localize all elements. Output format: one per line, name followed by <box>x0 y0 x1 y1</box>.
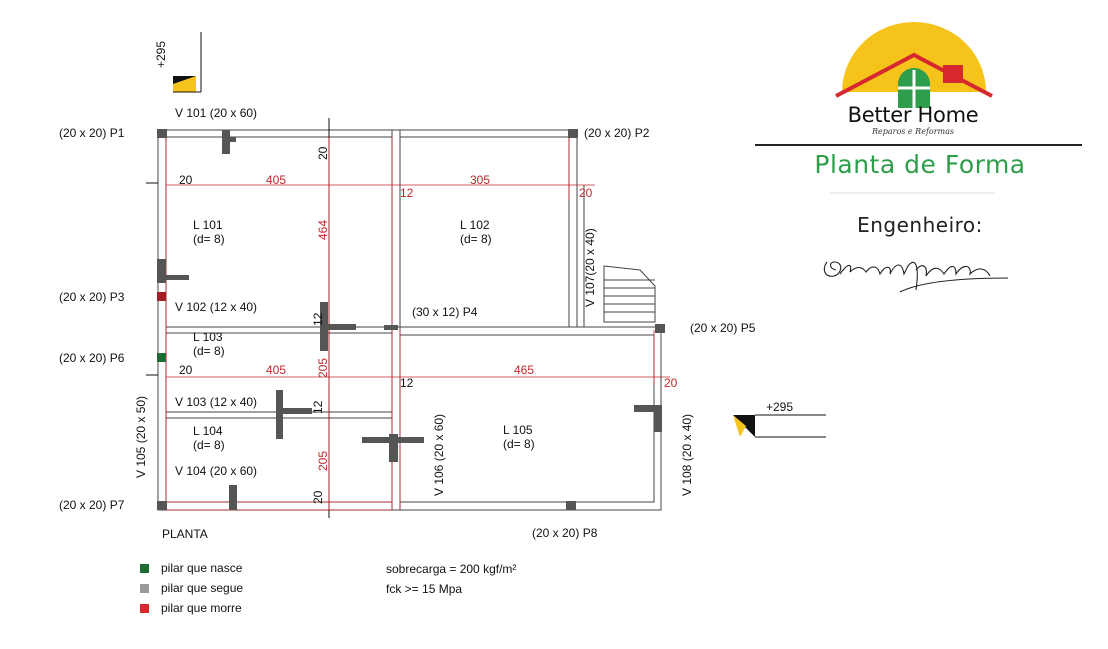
dim-v-wall-12b: 12 <box>311 400 325 414</box>
dim-v-wall-12a: 12 <box>311 312 325 326</box>
beam-label-v104: V 104 (20 x 60) <box>175 464 257 478</box>
company-tagline: Reparos e Reformas <box>871 127 955 136</box>
plan-label: PLANTA <box>162 527 208 541</box>
pillar-label-p2: (20 x 20) P2 <box>584 126 650 140</box>
pillar-label-p4: (30 x 12) P4 <box>412 305 478 319</box>
slab-name-l101: L 101 <box>193 218 223 232</box>
legend-item-nasce: pilar que nasce <box>140 560 242 576</box>
document-title: Planta de Forma <box>814 150 1026 179</box>
dim-v-span-205b: 205 <box>316 451 330 471</box>
fck-note: fck >= 15 Mpa <box>386 582 463 596</box>
dim-v-bottom-wall: 20 <box>311 490 325 504</box>
pillar-p1 <box>157 129 167 138</box>
beam-label-v102: V 102 (12 x 40) <box>175 300 257 314</box>
level-top-text: +295 <box>154 41 168 68</box>
signature-image <box>823 261 1009 293</box>
dim-v-span-464: 464 <box>316 220 330 240</box>
slab-thickness-l102: (d= 8) <box>460 232 492 246</box>
slab-name-l105: L 105 <box>503 423 533 437</box>
slab-thickness-l104: (d= 8) <box>193 438 225 452</box>
slab-name-l104: L 104 <box>193 424 223 438</box>
pillar-p4 <box>384 325 398 330</box>
level-marker-right: +295 <box>733 400 826 438</box>
legend-label-nasce: pilar que nasce <box>161 561 243 575</box>
pillar-label-p6: (20 x 20) P6 <box>59 351 125 365</box>
pillar-p6 <box>157 353 166 362</box>
dim-bot-right-span: 465 <box>514 363 534 377</box>
slab-name-l103: L 103 <box>193 330 223 344</box>
pillar-label-p1: (20 x 20) P1 <box>59 126 125 140</box>
pillar-label-p3: (20 x 20) P3 <box>59 290 125 304</box>
stair <box>603 265 656 323</box>
load-note: sobrecarga = 200 kgf/m² <box>386 562 517 576</box>
dim-top-left-span: 405 <box>266 173 286 187</box>
pillar-p8 <box>566 501 576 510</box>
beam-label-v108: V 108 (20 x 40) <box>680 414 694 496</box>
pillar-label-p5: (20 x 20) P5 <box>690 321 756 335</box>
dim-v-top-wall: 20 <box>316 146 330 160</box>
dim-top-mid-wall: 12 <box>400 186 414 200</box>
dim-top-wall: 20 <box>179 173 193 187</box>
company-name: Better Home <box>847 103 979 127</box>
slab-thickness-l103: (d= 8) <box>193 344 225 358</box>
legend-swatch-segue <box>140 583 149 593</box>
dim-top-right-wall: 20 <box>579 186 593 200</box>
dim-bot-mid-wall: 12 <box>400 376 414 390</box>
window-icon <box>898 68 930 108</box>
beam-label-v107: V 107(20 x 40) <box>583 228 597 307</box>
dim-v-span-205a: 205 <box>316 358 330 378</box>
legend-label-segue: pilar que segue <box>161 581 244 595</box>
pillar-p3 <box>157 292 166 301</box>
beam-label-v106: V 106 (20 x 60) <box>432 414 446 496</box>
slab-thickness-l105: (d= 8) <box>503 437 535 451</box>
legend-item-segue: pilar que segue <box>140 580 243 596</box>
dimension-lines <box>165 137 670 511</box>
pillar-p5 <box>655 324 665 333</box>
dim-top-right-span: 305 <box>470 173 490 187</box>
roof-icon <box>835 52 993 98</box>
legend-item-morre: pilar que morre <box>140 600 242 616</box>
axis-lines <box>146 118 330 518</box>
legend-swatch-nasce <box>140 563 149 573</box>
legend-swatch-morre <box>140 603 149 613</box>
brand-logo <box>755 22 1082 293</box>
beam-label-v101: V 101 (20 x 60) <box>175 106 257 120</box>
pillar-label-p7: (20 x 20) P7 <box>59 498 125 512</box>
engineer-label: Engenheiro: <box>857 213 983 237</box>
slab-thickness-l101: (d= 8) <box>193 232 225 246</box>
pillar-p7 <box>157 501 167 510</box>
pillar-p2 <box>568 129 578 138</box>
level-right-text: +295 <box>766 400 793 414</box>
level-marker-top: +295 <box>154 32 202 93</box>
dim-bot-wall: 20 <box>179 363 193 377</box>
slab-name-l102: L 102 <box>460 218 490 232</box>
legend-label-morre: pilar que morre <box>161 601 242 615</box>
dim-bot-right-wall: 20 <box>664 376 678 390</box>
pillar-label-p8: (20 x 20) P8 <box>532 526 598 540</box>
pillar-marks <box>157 129 665 510</box>
beam-label-v105: V 105 (20 x 50) <box>134 396 148 478</box>
dim-bot-left-span: 405 <box>266 363 286 377</box>
beam-label-v103: V 103 (12 x 40) <box>175 395 257 409</box>
